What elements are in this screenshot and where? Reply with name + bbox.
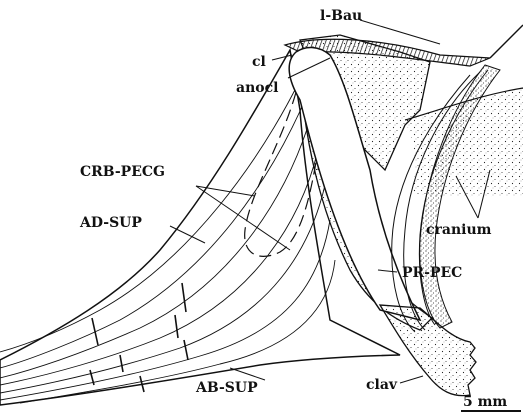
label-ab-sup: AB-SUP [195,380,258,396]
label-ad-sup: AD-SUP [79,215,142,231]
label-cl: cl [252,54,266,70]
skull-edge [490,25,523,58]
label-clav: clav [366,377,398,393]
label-cranium: cranium [426,222,492,238]
label-anocl: anocl [236,80,278,96]
label-crb-pecg: CRB-PECG [80,164,165,180]
label-pr-pec: PR-PEC [402,265,462,281]
label-l-bau: l-Bau [320,8,362,24]
scale-bar-label: 5 mm [463,394,507,410]
